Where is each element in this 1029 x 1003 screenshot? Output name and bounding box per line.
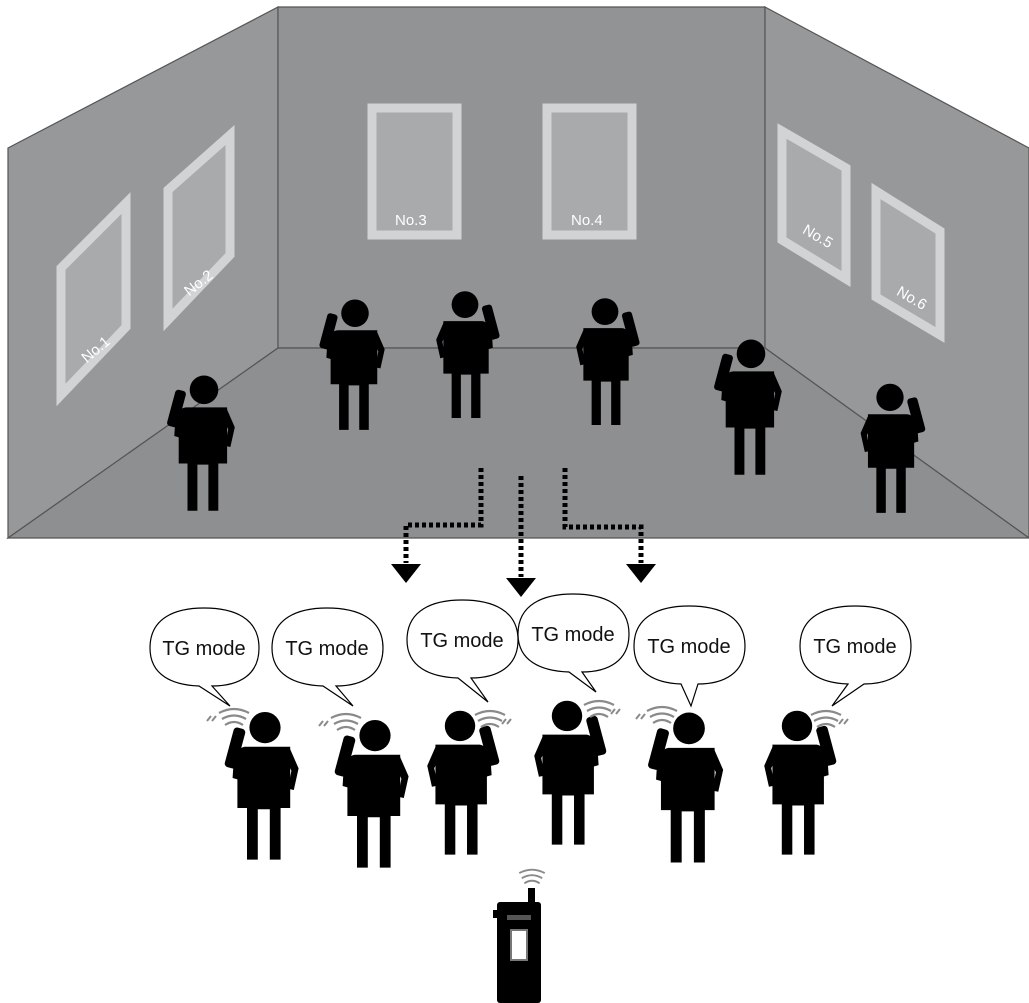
- exhibit-label-4: No.4: [571, 212, 603, 229]
- speech-bubble-5: TG mode: [634, 606, 745, 706]
- tg-visitor-2: [319, 714, 409, 868]
- speech-bubble-2: TG mode: [272, 608, 383, 706]
- back-wall: [278, 7, 765, 348]
- signal-waves-icon: [811, 711, 841, 727]
- speech-bubble-3: TG mode: [407, 600, 518, 702]
- transmitter-icon: [493, 870, 545, 1003]
- tg-visitor-4: [534, 701, 620, 845]
- tg-visitor-6: [764, 711, 848, 855]
- exhibit-label-3: No.3: [395, 212, 427, 229]
- signal-waves-icon: [647, 707, 677, 723]
- person-icon: [427, 711, 500, 855]
- exhibit-frame-3: No.3: [372, 108, 457, 235]
- speech-bubble-text: TG mode: [420, 630, 503, 652]
- speech-bubbles: TG mode TG mode TG mode TG mode TG mode …: [150, 594, 911, 706]
- speech-bubble-text: TG mode: [162, 638, 245, 660]
- signal-waves-icon: [331, 714, 361, 730]
- speech-bubble-text: TG mode: [813, 636, 896, 658]
- speech-bubble-text: TG mode: [647, 636, 730, 658]
- visitors-in-tg-mode: [207, 701, 848, 868]
- speech-bubble-4: TG mode: [518, 594, 629, 692]
- speech-bubble-1: TG mode: [150, 608, 259, 706]
- person-icon: [764, 711, 837, 855]
- tg-visitor-5: [636, 707, 723, 863]
- exhibit-frame-4: No.4: [547, 108, 632, 235]
- speech-bubble-6: TG mode: [800, 606, 911, 706]
- signal-waves-icon: [519, 870, 545, 884]
- person-icon: [224, 712, 299, 860]
- person-icon: [534, 701, 607, 845]
- signal-waves-icon: [219, 709, 249, 725]
- person-icon: [334, 720, 409, 868]
- speech-bubble-text: TG mode: [531, 624, 614, 646]
- signal-waves-icon: [584, 701, 614, 717]
- person-icon: [647, 713, 723, 863]
- signal-waves-icon: [475, 711, 505, 727]
- speech-bubble-text: TG mode: [285, 638, 368, 660]
- tg-visitor-1: [207, 709, 299, 860]
- tg-visitor-3: [427, 711, 511, 855]
